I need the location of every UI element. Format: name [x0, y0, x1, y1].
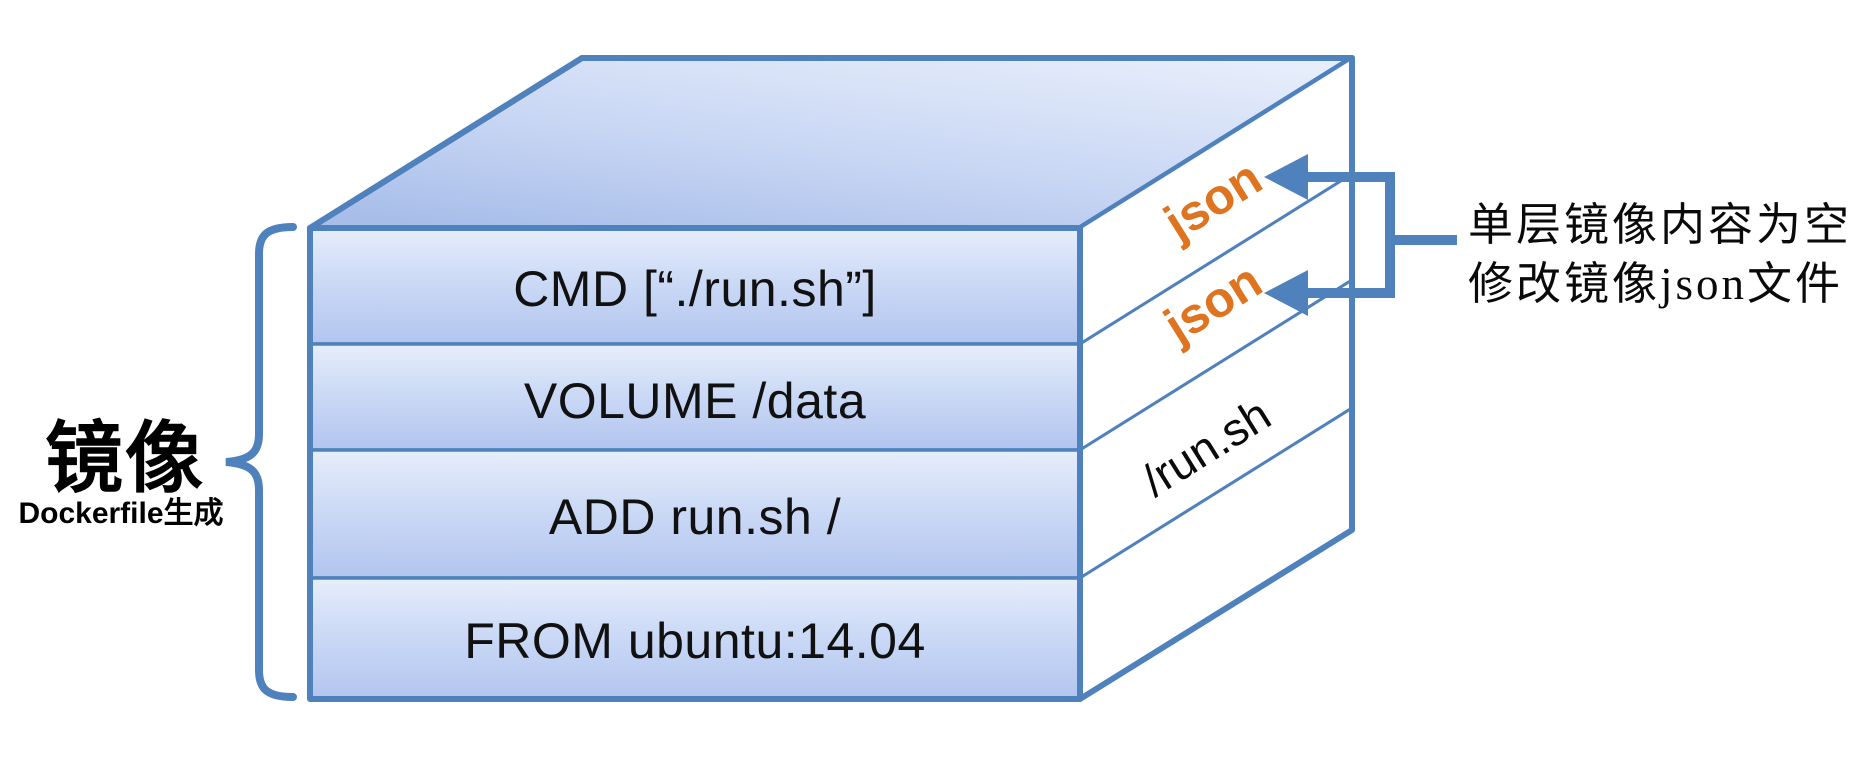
front-face-outline: [307, 225, 1083, 702]
annotation-line1: 单层镜像内容为空: [1468, 200, 1853, 250]
dockerfile-subtitle-label: Dockerfile生成: [18, 497, 224, 530]
layer-rect-cmd: [308, 226, 1082, 346]
layer-label-add: ADD run.sh /: [548, 489, 842, 545]
annotation-connector: [1297, 172, 1457, 298]
arrowhead-bottom-icon: [1264, 270, 1308, 316]
arrowhead-top-icon: [1264, 154, 1308, 200]
box-outer-edge: [307, 55, 1355, 702]
layer-label-from: FROM ubuntu:14.04: [464, 613, 926, 669]
annotation-line2: 修改镜像json文件: [1468, 259, 1844, 309]
layer-label-volume: VOLUME /data: [523, 373, 867, 429]
layer-label-cmd: CMD [“./run.sh”]: [513, 261, 877, 317]
left-brace: [225, 223, 297, 701]
image-title-label: 镜像: [44, 415, 206, 502]
